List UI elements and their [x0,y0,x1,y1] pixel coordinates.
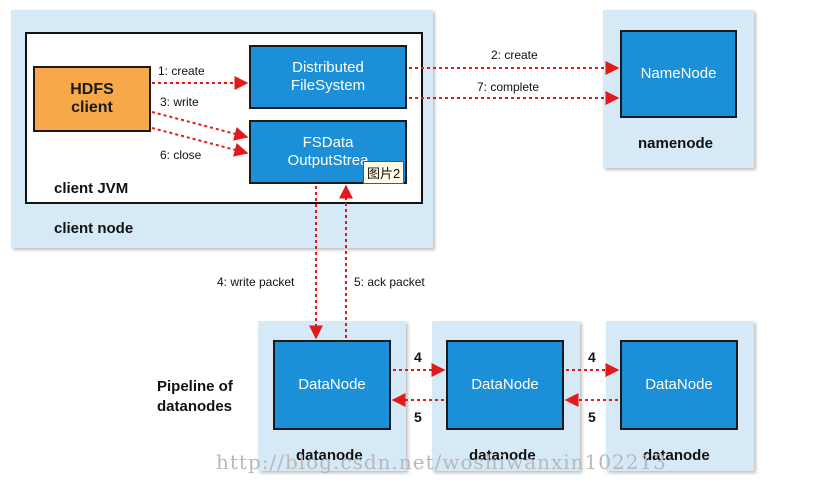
client-jvm-label: client JVM [54,180,129,197]
step-nn-create-label: 2: create [491,48,538,62]
namenode-box: NameNode [620,30,737,118]
datanode-box-1: DataNode [273,340,391,430]
step-complete-label: 7: complete [477,80,540,94]
watermark: http://blog.csdn.net/woshiwanxin102213 [216,450,667,474]
step-fwd-b-label: 4 [588,349,596,365]
datanode-label-1: datanode [296,447,363,464]
datanode-label-2: datanode [469,447,536,464]
step-write-label: 3: write [160,95,199,109]
step-close-label: 6: close [160,148,202,162]
step-back-a-label: 5 [414,409,422,425]
fsdata-outputstream-box: FSData OutputStrea [249,120,407,184]
distributed-filesystem-box: Distributed FileSystem [249,45,407,109]
image-tooltip: 图片2 [363,161,405,184]
step-ack-packet-label: 5: ack packet [354,275,425,289]
datanode-box-3: DataNode [620,340,738,430]
datanode-label-3: datanode [643,447,710,464]
step-write-packet-label: 4: write packet [217,275,295,289]
arrow-close [151,127,249,157]
step-create-label: 1: create [158,64,205,78]
namenode-label: namenode [638,135,714,152]
step-back-b-label: 5 [588,409,596,425]
step-fwd-a-label: 4 [414,349,422,365]
pipeline-label: Pipeline of datanodes [157,378,233,415]
arrow-write [151,111,249,141]
datanode-box-2: DataNode [446,340,564,430]
hdfs-client-box: HDFS client [33,66,151,132]
client-node-label: client node [54,220,134,237]
